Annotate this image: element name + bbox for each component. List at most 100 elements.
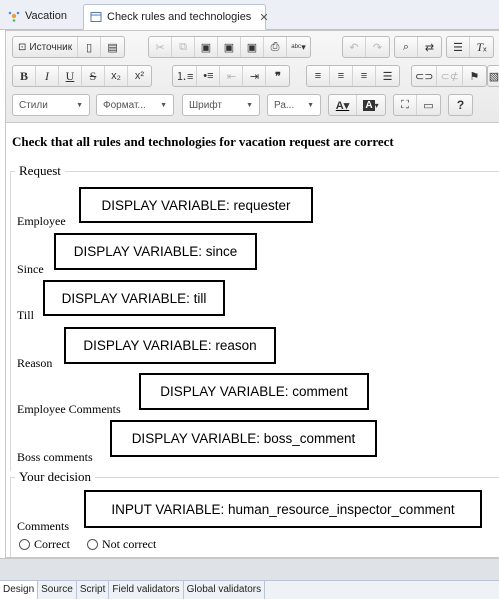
bottom-tab-bar: Design Source Script Field validators Gl… <box>0 580 499 599</box>
tab-global-validators[interactable]: Global validators <box>184 581 266 599</box>
remove-format-icon: Tₓ <box>476 39 487 54</box>
till-label: Till <box>17 308 34 322</box>
chevron-down-icon: ▼ <box>307 101 314 109</box>
editor-tab-bar: Vacation Check rules and technologies ✕ <box>0 0 499 30</box>
chevron-down-icon: ▼ <box>246 101 253 109</box>
align-right-button[interactable]: ≡ <box>353 66 376 86</box>
source-label: Источник <box>29 41 73 53</box>
subscript-button[interactable]: x₂ <box>105 66 128 86</box>
link-group: ⊂⊃ ⊂⊄ ⚑ <box>411 65 487 87</box>
redo-icon: ↷ <box>372 41 383 54</box>
since-variable[interactable]: DISPLAY VARIABLE: since <box>54 233 257 270</box>
justify-icon: ☰ <box>382 70 393 83</box>
correct-radio[interactable]: Correct <box>19 537 70 552</box>
image-button[interactable]: ▧ <box>488 66 499 86</box>
bold-button[interactable]: B <box>13 66 36 86</box>
link-button[interactable]: ⊂⊃ <box>412 66 438 86</box>
strike-button[interactable]: S <box>82 66 105 86</box>
till-variable[interactable]: DISPLAY VARIABLE: till <box>43 280 225 316</box>
comment-variable[interactable]: DISPLAY VARIABLE: comment <box>139 373 369 410</box>
tab-design[interactable]: Design <box>0 581 39 599</box>
remove-format-button[interactable]: Tₓ <box>470 37 493 57</box>
align-left-button[interactable]: ≡ <box>307 66 330 86</box>
superscript-button[interactable]: x² <box>128 66 151 86</box>
help-icon: ? <box>456 98 465 112</box>
underline-button[interactable]: U <box>59 66 82 86</box>
justify-button[interactable]: ☰ <box>376 66 399 86</box>
paste-word-icon: ▣ <box>246 41 258 54</box>
show-blocks-button[interactable]: ▭ <box>417 95 440 115</box>
anchor-icon: ⚑ <box>469 70 480 83</box>
select-all-button[interactable]: ☰ <box>447 37 470 57</box>
unlink-button[interactable]: ⊂⊄ <box>437 66 463 86</box>
tab-check-rules[interactable]: Check rules and technologies ✕ <box>83 4 269 30</box>
paste-text-button[interactable]: ▣ <box>218 37 241 57</box>
reason-variable[interactable]: DISPLAY VARIABLE: reason <box>64 327 276 364</box>
list-group: ⒈≡ •≡ ⇤ ⇥ ❞ <box>172 65 291 87</box>
bold-icon: B <box>19 68 28 83</box>
boss-comments-label: Boss comments <box>17 450 93 464</box>
align-left-icon: ≡ <box>314 70 322 82</box>
numbered-list-button[interactable]: ⒈≡ <box>173 66 198 86</box>
format-group: B I U S x₂ x² <box>12 65 152 87</box>
indent-button[interactable]: ⇥ <box>243 66 267 86</box>
align-center-button[interactable]: ≡ <box>330 66 353 86</box>
requester-variable[interactable]: DISPLAY VARIABLE: requester <box>79 187 313 223</box>
background-color-button[interactable]: A▾ <box>363 99 379 111</box>
tab-field-validators[interactable]: Field validators <box>109 581 184 599</box>
anchor-button[interactable]: ⚑ <box>463 66 486 86</box>
rich-text-editor: ⊡ Источник ▯ ▤ ✂ ⧉ ▣ ▣ ▣ ⎙ ᵃᵇᶜ▾ ↶ ↷ ⌕ ⇄ … <box>5 30 499 558</box>
copy-button[interactable]: ⧉ <box>172 37 195 57</box>
preview-icon: ▤ <box>107 41 118 54</box>
undo-group: ↶ ↷ <box>342 36 390 58</box>
editor-content[interactable]: Check that all rules and technologies fo… <box>6 123 499 559</box>
paste-word-button[interactable]: ▣ <box>241 37 264 57</box>
paste-button[interactable]: ▣ <box>195 37 218 57</box>
tab-vacation[interactable]: Vacation <box>2 4 80 28</box>
size-dropdown[interactable]: Ра... ▼ <box>267 94 321 116</box>
editor-status-bar <box>0 558 499 580</box>
find-button[interactable]: ⌕ <box>395 37 418 57</box>
superscript-icon: x² <box>134 70 145 82</box>
tab-source[interactable]: Source <box>38 581 77 599</box>
close-icon[interactable]: ✕ <box>259 11 269 24</box>
spellcheck-button[interactable]: ᵃᵇᶜ▾ <box>287 37 310 57</box>
color-group: A▾ A▾ <box>328 94 386 116</box>
blockquote-button[interactable]: ❞ <box>266 66 289 86</box>
since-label: Since <box>17 262 44 276</box>
align-right-icon: ≡ <box>360 70 368 82</box>
help-button[interactable]: ? <box>449 95 472 115</box>
outdent-button[interactable]: ⇤ <box>220 66 244 86</box>
indent-icon: ⇥ <box>249 70 260 83</box>
preview-button[interactable]: ▤ <box>101 37 124 57</box>
not-correct-label: Not correct <box>102 537 157 551</box>
print-button[interactable]: ⎙ <box>264 37 287 57</box>
redo-button[interactable]: ↷ <box>366 37 389 57</box>
background-color-icon: A <box>363 99 375 111</box>
outdent-icon: ⇤ <box>226 70 237 83</box>
new-page-button[interactable]: ▯ <box>78 37 102 57</box>
size-label: Ра... <box>274 99 295 111</box>
inspector-comment-variable[interactable]: INPUT VARIABLE: human_resource_inspector… <box>84 490 482 528</box>
styles-dropdown[interactable]: Стили ▼ <box>12 94 90 116</box>
format-dropdown[interactable]: Формат... ▼ <box>96 94 174 116</box>
italic-button[interactable]: I <box>36 66 59 86</box>
maximize-button[interactable]: ⛶ <box>394 95 417 115</box>
boss-comment-variable[interactable]: DISPLAY VARIABLE: boss_comment <box>110 420 377 457</box>
font-label: Шрифт <box>189 99 222 111</box>
font-dropdown[interactable]: Шрифт ▼ <box>182 94 260 116</box>
undo-button[interactable]: ↶ <box>343 37 366 57</box>
cut-button[interactable]: ✂ <box>149 37 172 57</box>
numbered-list-icon: ⒈≡ <box>176 71 194 83</box>
tab-vacation-label: Vacation <box>25 10 67 22</box>
replace-button[interactable]: ⇄ <box>418 37 441 57</box>
find-group: ⌕ ⇄ <box>394 36 442 58</box>
page-title: Check that all rules and technologies fo… <box>12 134 394 149</box>
not-correct-radio[interactable]: Not correct <box>87 537 156 552</box>
tab-script[interactable]: Script <box>77 581 110 599</box>
correct-label: Correct <box>34 537 70 551</box>
text-color-button[interactable]: A▾ <box>329 95 357 115</box>
show-blocks-icon: ▭ <box>423 99 434 112</box>
bulleted-list-button[interactable]: •≡ <box>197 66 221 86</box>
source-button[interactable]: ⊡ Источник <box>13 37 79 57</box>
